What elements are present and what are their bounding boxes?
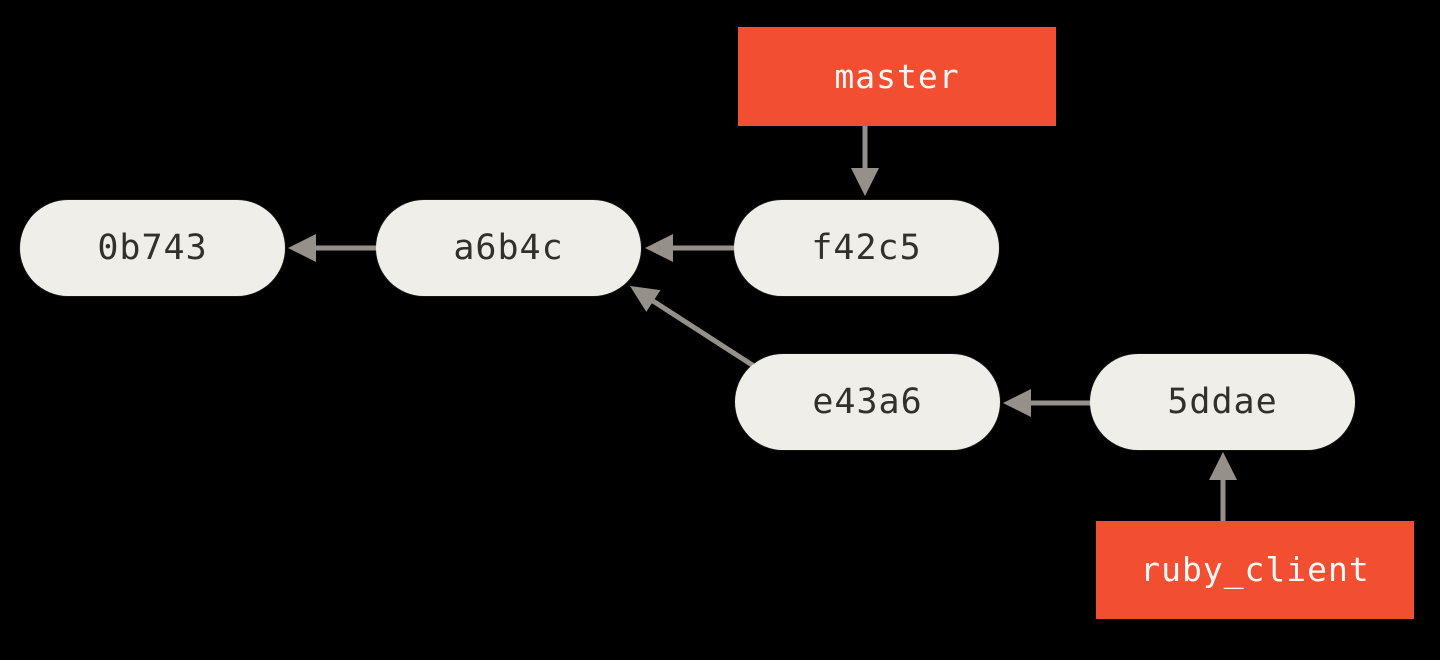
commit-node-e43a6: e43a6 <box>735 354 1000 450</box>
edge-arrow-ruby-client-to-5ddae <box>1209 452 1237 525</box>
commit-node-5ddae: 5ddae <box>1090 354 1355 450</box>
commit-node-f42c5: f42c5 <box>734 200 999 296</box>
commit-node-a6b4c: a6b4c <box>376 200 641 296</box>
branch-label-ruby-client: ruby_client <box>1096 521 1414 619</box>
edge-arrow-a6b4c-to-0b743 <box>288 234 380 262</box>
edge-arrow-e43a6-to-a6b4c <box>630 286 762 373</box>
edge-arrow-5ddae-to-e43a6 <box>1003 389 1095 417</box>
branch-label-master: master <box>738 27 1056 126</box>
commit-node-0b743: 0b743 <box>20 200 285 296</box>
edge-arrow-master-to-f42c5 <box>851 120 879 196</box>
edge-arrow-f42c5-to-a6b4c <box>645 234 740 262</box>
